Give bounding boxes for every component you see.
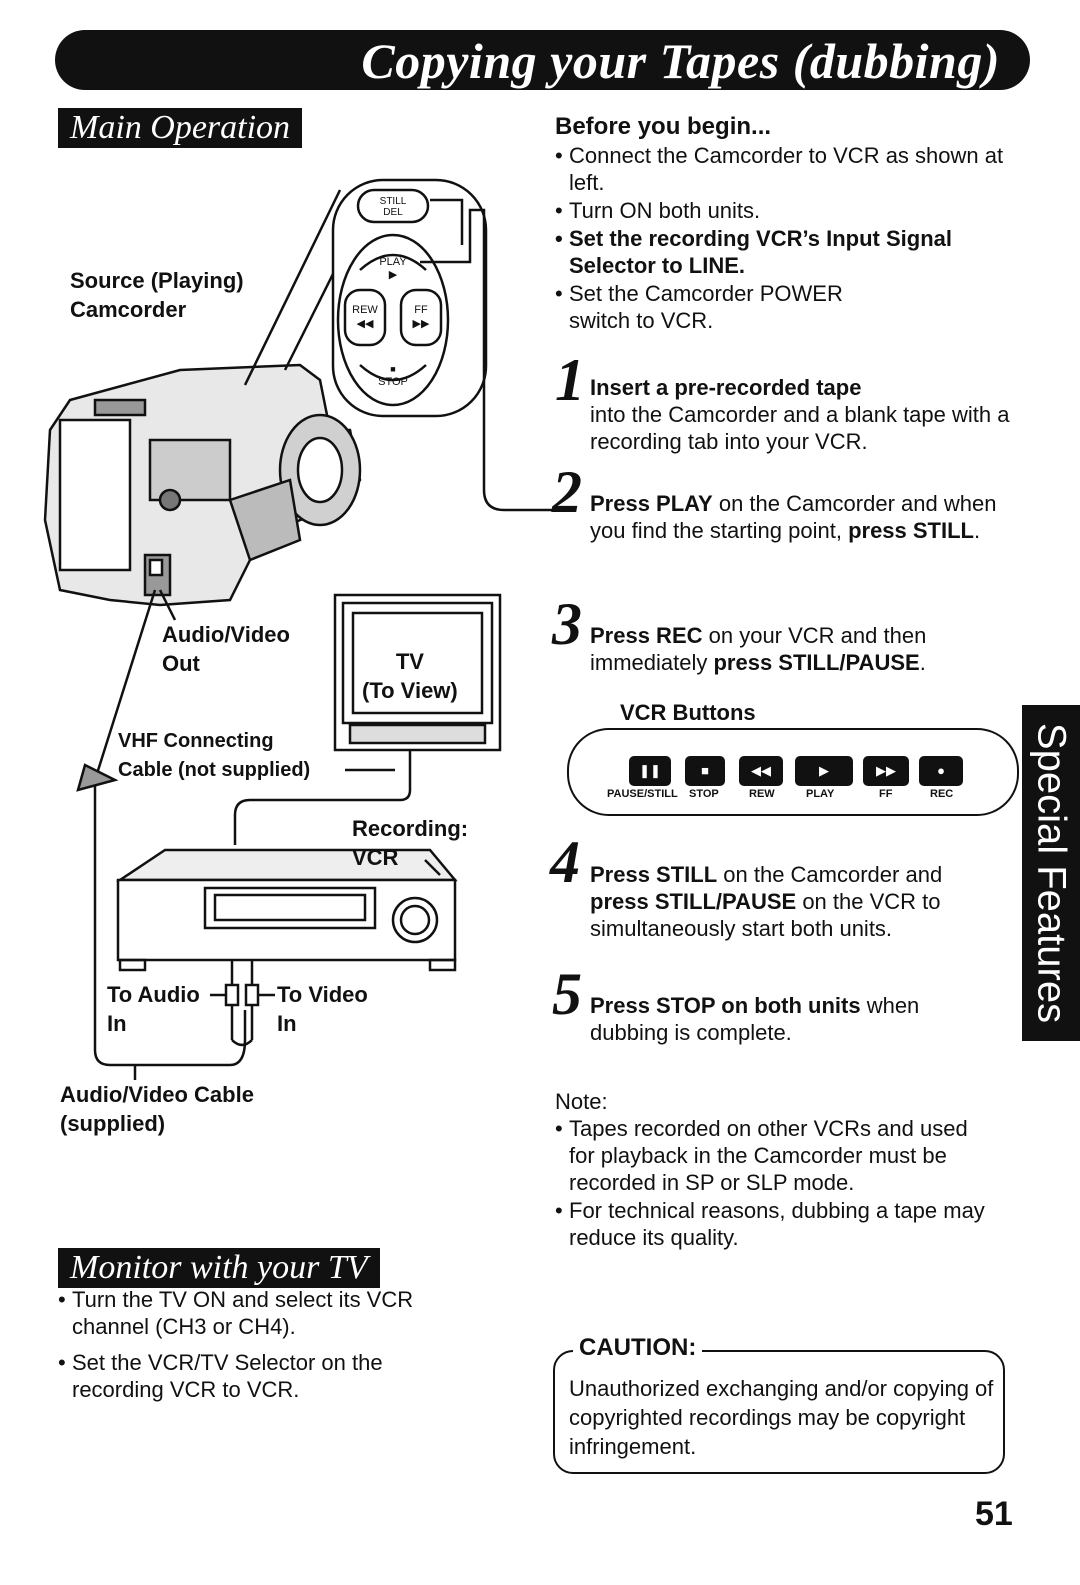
vcr-button-label: PAUSE/STILL [607,788,678,800]
stop-icon: ■ [685,756,725,786]
to-audio-in-label: To Audio In [107,982,200,1036]
before-bullet: Connect the Camcorder to VCR as shown at… [555,142,1030,196]
caution-title: CAUTION: [573,1334,703,1362]
page-number: 51 [975,1495,1013,1533]
vcr-illustration [115,848,458,972]
remote-ff-label: FF [414,304,428,316]
av-cable-label: Audio/Video Cable (supplied) [60,1082,254,1136]
svg-text:▶▶: ▶▶ [413,318,430,330]
vcr-button-label: REW [749,788,775,800]
to-video-in-label: To Video In [277,982,368,1036]
svg-text:▶: ▶ [389,269,398,281]
note-bullet: Tapes recorded on other VCRs and used fo… [555,1115,995,1196]
note-section: Note: Tapes recorded on other VCRs and u… [555,1088,995,1252]
note-heading: Note: [555,1089,608,1114]
tv-illustration [333,593,502,752]
pause-icon: ❚❚ [629,756,671,786]
tv-label: TV (To View) [362,649,458,703]
remote-stop-label: STOP [378,376,408,388]
step-number: 4 [550,829,580,895]
record-icon: ● [919,756,963,786]
vcr-button-label: REC [930,788,954,800]
remote-rew-label: REW [352,304,378,316]
side-tab-label: Special Features [1029,722,1074,1024]
before-heading: Before you begin... [555,113,772,140]
step-number: 1 [555,347,585,413]
svg-text:DEL: DEL [383,207,403,218]
before-bullet: Set the recording VCR’s Input Signal Sel… [555,225,1030,279]
before-bullets: Connect the Camcorder to VCR as shown at… [555,142,1030,335]
monitor-bullet: Turn the TV ON and select its VCR channe… [58,1286,478,1340]
vcr-buttons-panel: ❚❚ ■ ◀◀ ▶ ▶▶ ● PAUSE/STILL STOP REW PLAY… [567,728,1019,816]
step-5-text: Press STOP on both units when dubbing is… [590,993,920,1045]
section-side-tab: Special Features [1022,705,1080,1041]
source-camcorder-label: Source (Playing) Camcorder [70,268,244,322]
step-number: 3 [552,591,582,657]
play-icon: ▶ [795,756,853,786]
monitor-heading: Monitor with your TV [58,1248,380,1288]
main-operation-heading: Main Operation [58,108,303,148]
vcr-button-label: STOP [689,788,719,800]
vcr-button-label: PLAY [806,788,835,800]
before-bullet: Set the Camcorder POWER switch to VCR. [555,280,879,334]
camcorder-button-panel [331,178,488,418]
caution-text: Unauthorized exchanging and/or copying o… [569,1376,994,1459]
title-bar: Copying your Tapes (dubbing) [55,30,1030,90]
vhf-cable-label: VHF Connecting Cable (not supplied) [118,730,311,781]
step-4-text: Press STILL on the Camcorder and press S… [590,862,943,941]
step-number: 5 [552,961,582,1027]
before-bullet: Turn ON both units. [555,197,1030,224]
step-1-text: Insert a pre-recorded tape into the Camc… [590,375,1010,454]
av-out-label: Audio/Video Out [162,622,290,676]
svg-text:■: ■ [390,364,395,374]
step-2-text: Press PLAY on the Camcorder and when you… [590,491,997,543]
svg-text:◀◀: ◀◀ [357,318,374,330]
remote-play-label: PLAY [379,256,407,268]
monitor-bullet: Set the VCR/TV Selector on the recording… [58,1349,478,1403]
step-number: 2 [552,459,582,525]
fast-forward-icon: ▶▶ [863,756,909,786]
vcr-buttons-heading: VCR Buttons [620,700,756,725]
vcr-button-label: FF [879,788,893,800]
remote-still-label: STILL [380,196,407,207]
recording-vcr-label: Recording: VCR [352,816,469,870]
step-3-text: Press REC on your VCR and then immediate… [590,623,927,675]
rewind-icon: ◀◀ [739,756,783,786]
caution-box: CAUTION: Unauthorized exchanging and/or … [553,1334,1005,1474]
note-bullet: For technical reasons, dubbing a tape ma… [555,1197,995,1251]
camcorder-illustration [43,363,362,607]
monitor-bullets: Turn the TV ON and select its VCR channe… [58,1286,478,1404]
page-title: Copying your Tapes (dubbing) [361,33,1000,89]
